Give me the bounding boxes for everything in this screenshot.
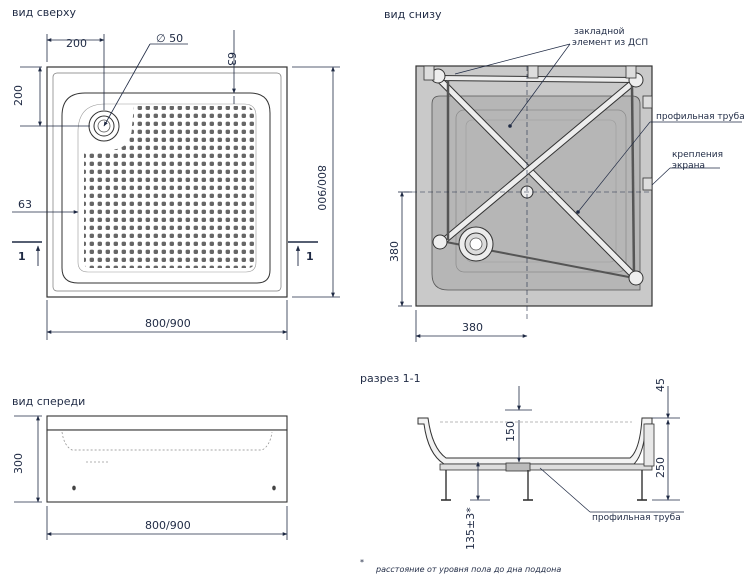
label-embedded-line2: элемент из ДСП (572, 38, 648, 48)
section-tray-profile (417, 417, 653, 465)
bottom-tray-inner (431, 95, 641, 291)
top-tray-rim (52, 72, 282, 292)
bottom-view-title: вид снизу (384, 8, 442, 21)
front-view-title: вид спереди (12, 395, 85, 408)
label-profile-bottom: профильная труба (656, 112, 745, 122)
foot-icon (432, 234, 448, 250)
front-hole-icon (272, 485, 276, 491)
dim-250: 250 (654, 457, 667, 478)
bottom-view: вид снизу (384, 8, 745, 342)
front-rim (46, 415, 288, 431)
dim-63-horizontal: 63 (18, 198, 32, 211)
front-view: вид спереди 300 800/900 (12, 395, 288, 540)
section-mark-right: 1 (306, 250, 314, 263)
bottom-basin-outline (455, 109, 627, 273)
footnote-mark: * (360, 558, 364, 567)
dim-380-horizontal: 380 (462, 321, 483, 334)
dim-63-vertical: 63 (225, 52, 238, 66)
dim-150: 150 (504, 421, 517, 442)
footnote: * расстояние от уровня пола до дна поддо… (360, 558, 561, 574)
top-view: вид сверху 200 ∅ 50 63 200 63 (12, 6, 340, 340)
top-antislip-dots (84, 106, 254, 268)
foot-icon (628, 270, 644, 286)
dim-width-top: 800/900 (145, 317, 191, 330)
top-basin-inner (77, 103, 257, 273)
label-mount-line1: крепления (672, 150, 723, 160)
section-legs (441, 470, 647, 501)
label-profile-section: профильная труба (592, 513, 681, 523)
dim-width-front: 800/900 (145, 519, 191, 532)
footnote-text: расстояние от уровня пола до дна поддона (375, 565, 561, 574)
front-hole-icon (72, 485, 76, 491)
dim-45: 45 (654, 378, 667, 392)
top-view-title: вид сверху (12, 6, 77, 19)
dim-diameter-50: ∅ 50 (156, 32, 183, 45)
section-view-title: разрез 1-1 (360, 372, 421, 385)
section-mark-left: 1 (18, 250, 26, 263)
section-view: разрез 1-1 45 250 150 135 (360, 372, 684, 550)
dim-200-horizontal: 200 (66, 37, 87, 50)
front-body (46, 429, 288, 503)
dim-380-vertical: 380 (388, 241, 401, 262)
dim-200-vertical: 200 (12, 85, 25, 106)
dim-300: 300 (12, 453, 25, 474)
label-embedded-line1: закладной (574, 27, 625, 37)
section-frame-bar (439, 463, 653, 471)
dim-height-top: 800/900 (315, 165, 328, 211)
dim-leg-height: 135±3* (464, 507, 477, 550)
label-mount-line2: экрана (672, 161, 705, 171)
